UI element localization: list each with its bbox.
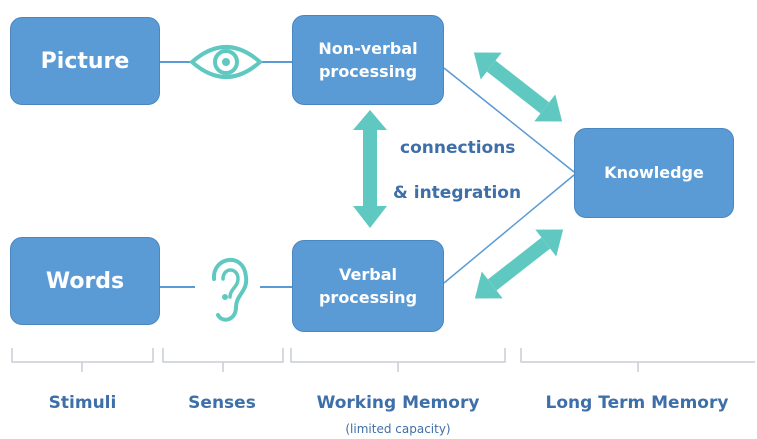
verbal-processing-label: Verbal processing bbox=[318, 264, 418, 307]
stage-label-working-memory: Working Memory bbox=[316, 393, 480, 413]
stage-label-senses: Senses bbox=[188, 393, 256, 413]
verbal-to-knowledge-line bbox=[443, 174, 575, 284]
top-diagonal-double-arrow bbox=[473, 52, 563, 122]
stage-label-long-term-memory: Long Term Memory bbox=[545, 393, 729, 413]
verbal-processing-box: Verbal processing bbox=[292, 240, 444, 332]
nonverbal-processing-box: Non-verbal processing bbox=[292, 15, 444, 105]
stage-label-working-memory-note: (limited capacity) bbox=[345, 422, 451, 436]
knowledge-label: Knowledge bbox=[604, 163, 704, 183]
words-box: Words bbox=[10, 237, 160, 325]
connections-label: connections bbox=[400, 138, 516, 158]
eye-icon bbox=[188, 45, 264, 79]
bottom-diagonal-double-arrow bbox=[474, 229, 564, 299]
vertical-double-arrow bbox=[353, 110, 387, 228]
nonverbal-processing-label: Non-verbal processing bbox=[318, 38, 418, 81]
integration-label: & integration bbox=[393, 183, 522, 203]
picture-box: Picture bbox=[10, 17, 160, 105]
stage-label-stimuli: Stimuli bbox=[48, 393, 117, 413]
nonverbal-to-knowledge-line bbox=[443, 67, 575, 173]
ear-icon bbox=[211, 257, 249, 322]
knowledge-box: Knowledge bbox=[574, 128, 734, 218]
picture-label: Picture bbox=[40, 48, 130, 74]
stage-brackets bbox=[11, 348, 755, 372]
words-label: Words bbox=[45, 268, 125, 294]
